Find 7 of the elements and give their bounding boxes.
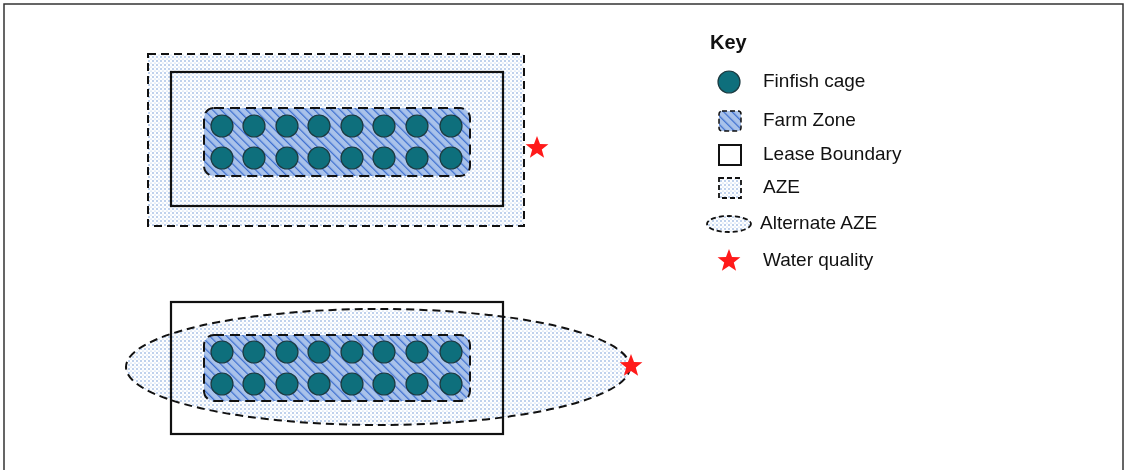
legend-label: Water quality	[763, 249, 874, 271]
legend-label: Farm Zone	[763, 109, 856, 131]
legend-label: AZE	[763, 176, 800, 198]
legend-label: Lease Boundary	[763, 143, 902, 165]
legend-label: Finfish cage	[763, 70, 866, 92]
legend-label: Alternate AZE	[760, 212, 878, 234]
legend-title: Key	[710, 31, 747, 54]
